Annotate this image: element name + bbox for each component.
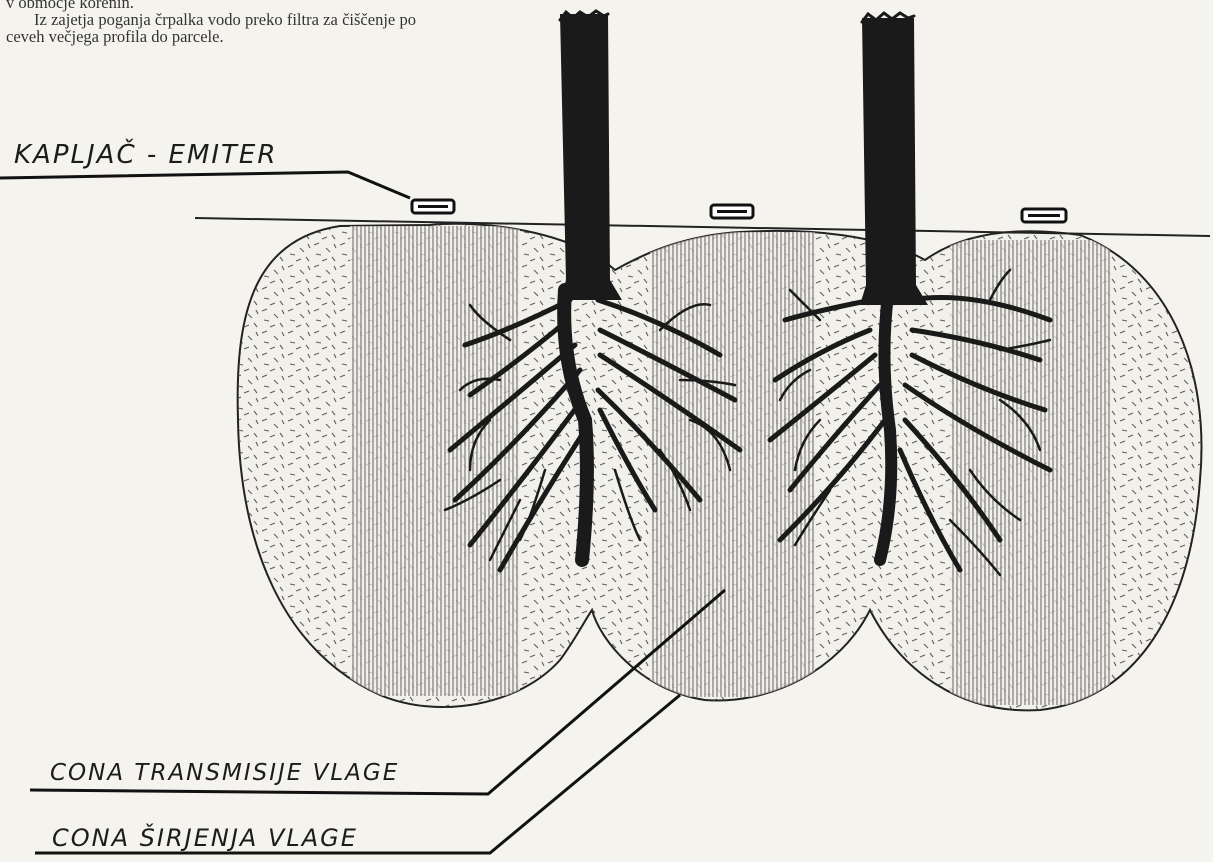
emitter-icon: [1022, 209, 1066, 222]
trunk-left: [560, 14, 622, 300]
emitter-label: KAPLJAČ - EMITER: [14, 140, 277, 170]
emitter-icon: [711, 205, 753, 218]
emitter-icon: [412, 200, 454, 213]
moisture-bulbs: [230, 220, 1210, 720]
spreading-zone-label: CONA ŠIRJENJA VLAGE: [52, 824, 358, 852]
transmission-zone-label: CONA TRANSMISIJE VLAGE: [50, 760, 399, 786]
